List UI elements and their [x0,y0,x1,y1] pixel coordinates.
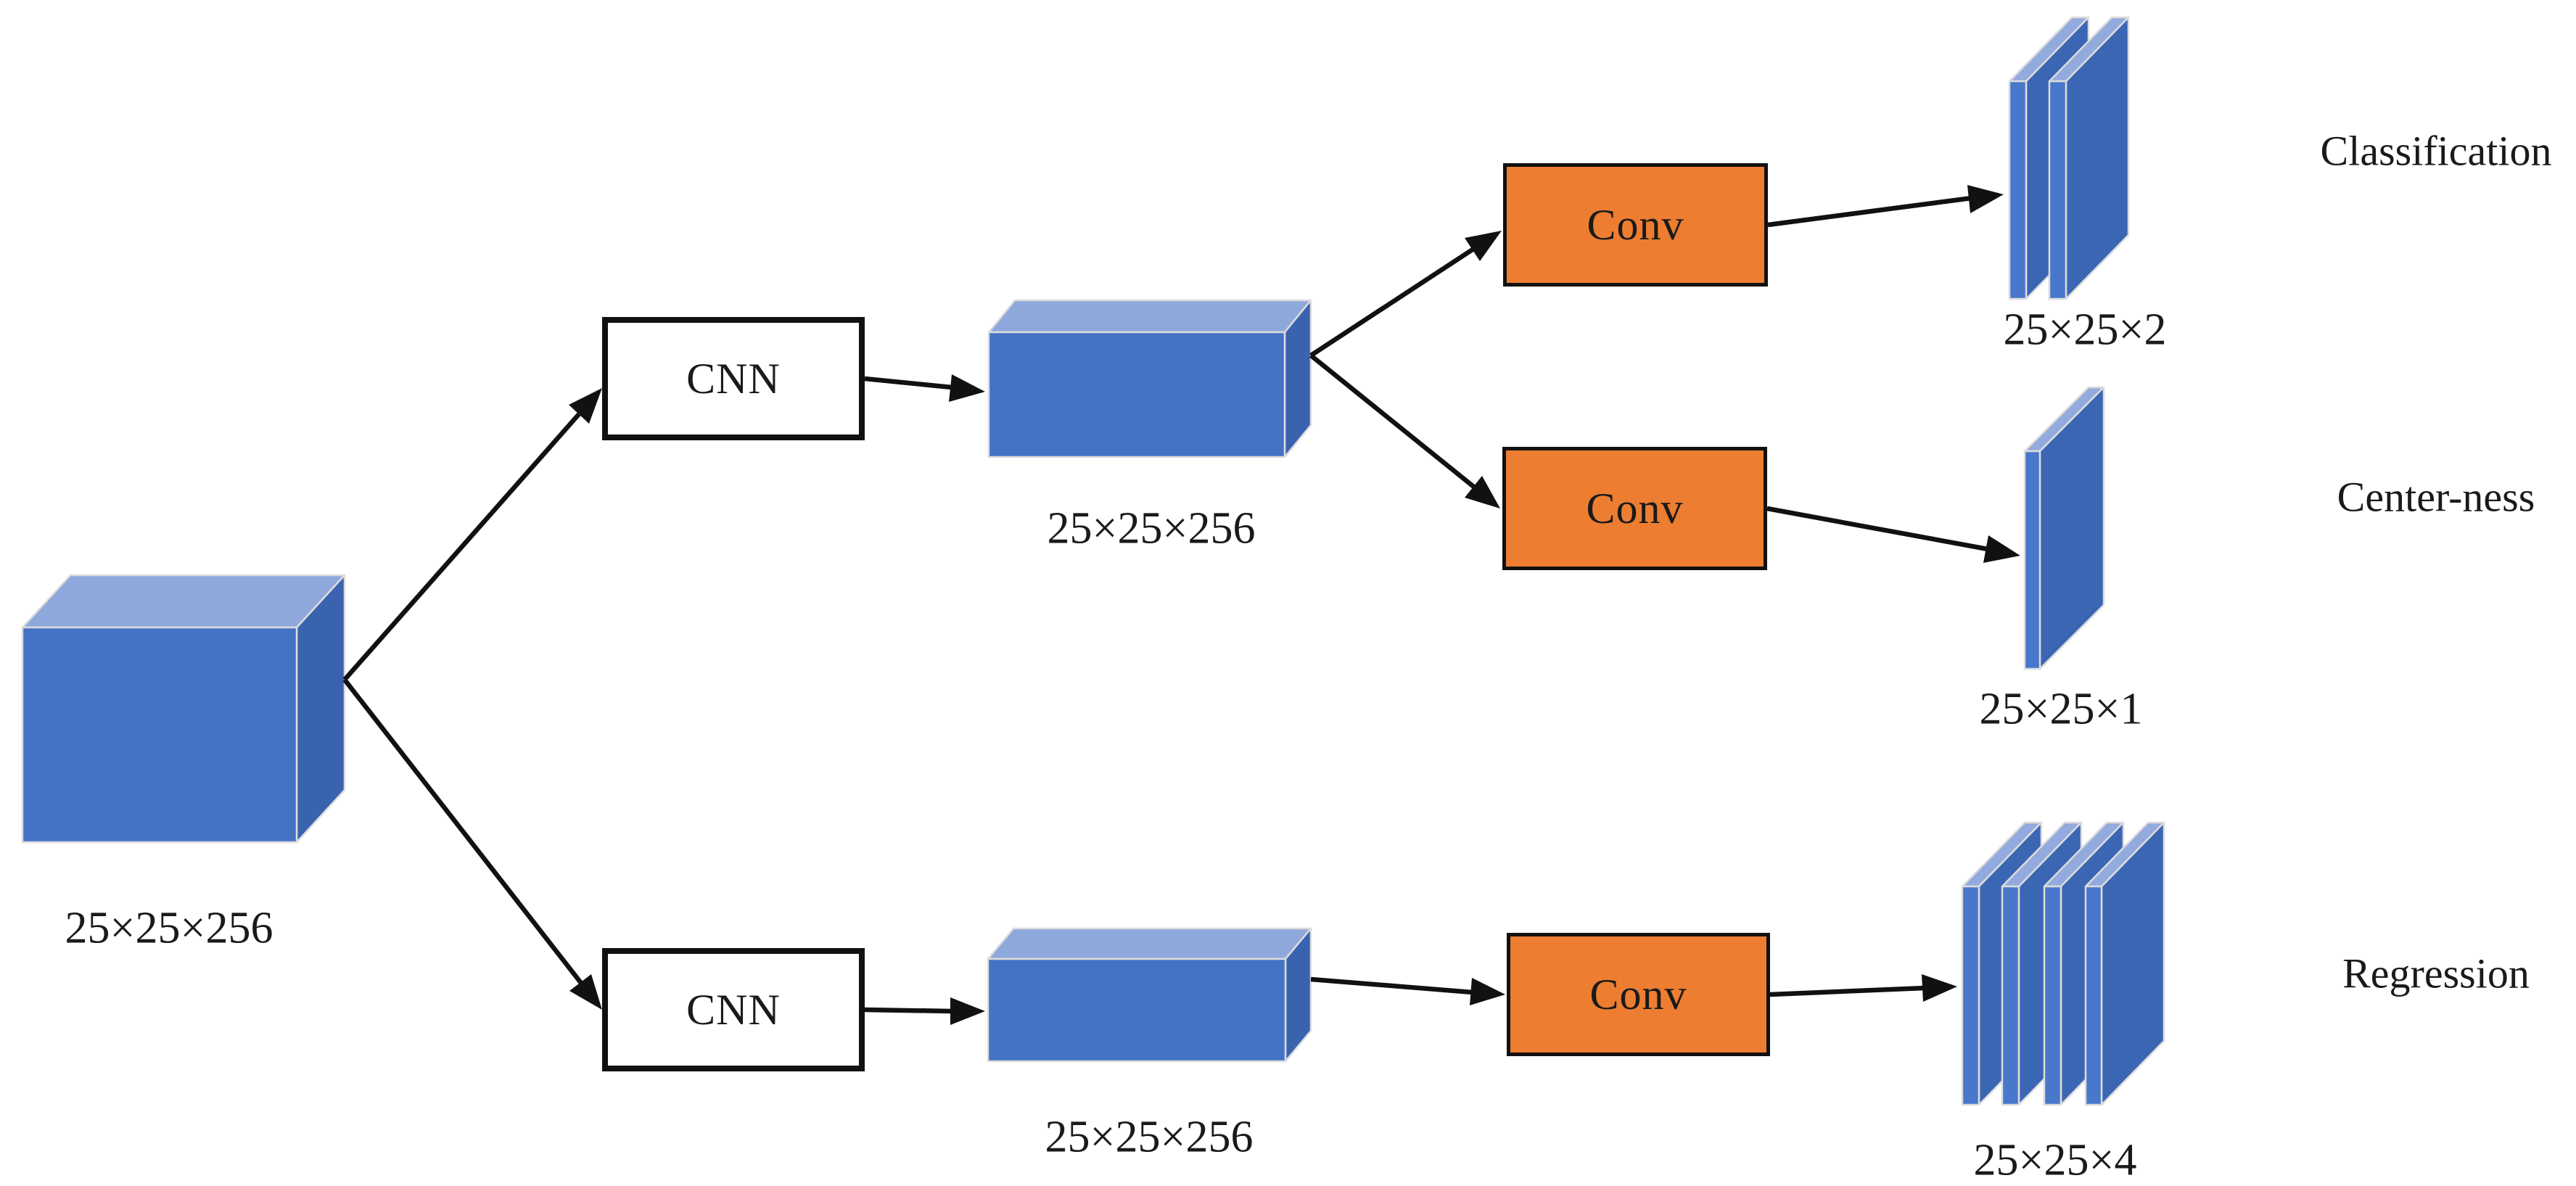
bottom-feature-dims-label: 25×25×256 [1045,1112,1254,1162]
top-feature-dims-label: 25×25×256 [1047,503,1256,553]
bottom-feature-front-face [987,958,1287,1063]
bottom-feature-cuboid [987,927,1312,1063]
top-feature-top-face [987,299,1312,334]
arrowhead [569,974,602,1010]
top-feature-cuboid [987,299,1312,458]
regression-slab-4 [2084,821,2165,1106]
slab-front-face [2084,885,2103,1106]
regression-dims-label: 25×25×4 [1973,1135,2137,1185]
arrowhead [1465,476,1500,508]
conv-box-classification-label: Conv [1587,200,1684,249]
arrowhead [1465,231,1502,261]
arrow-classification-conv-to-output [1767,185,2004,228]
arrowhead [1470,978,1505,1005]
conv-box-centerness-label: Conv [1586,484,1684,532]
bottom-feature-top-face [987,927,1312,960]
conv-box-regression: Conv [1507,933,1770,1056]
classification-dims-label: 25×25×2 [2003,305,2167,355]
classification-output-stack [2008,16,2130,300]
arrow-feature-to-classification-conv [1309,231,1502,358]
centerness-annotation: Center-ness [2337,473,2535,521]
arrowhead [1983,535,2020,563]
arrow-feature-to-regression-conv [1310,976,1505,1005]
classification-slab-2 [2048,16,2130,300]
conv-box-classification: Conv [1503,163,1768,287]
conv-box-centerness: Conv [1502,447,1767,570]
arrow-feature-to-centerness-conv [1309,353,1500,508]
slab-front-face [1961,885,1980,1106]
regression-annotation: Regression [2342,950,2530,997]
arrow-input-to-bottom-cnn [342,678,602,1010]
regression-output-stack [1961,821,2165,1106]
cnn-box-top-label: CNN [686,354,781,403]
conv-box-regression-label: Conv [1589,970,1687,1018]
arrowhead [949,374,985,402]
input-dims-label: 25×25×256 [65,903,273,953]
top-feature-front-face [987,331,1286,458]
centerness-dims-label: 25×25×1 [1979,684,2143,734]
slab-front-face [2001,885,2020,1106]
input-feature-cube [21,574,346,844]
arrow-input-to-top-cnn [342,388,602,682]
slab-front-face [2043,885,2062,1106]
arrowhead [1922,974,1957,1002]
slab-front-face [2008,80,2028,300]
centerness-output-slab [2023,386,2105,670]
cnn-box-bottom-label: CNN [686,985,781,1034]
classification-annotation: Classification [2320,127,2552,175]
slab-front-face [2023,450,2041,670]
arrow-top-cnn-to-feature [864,374,985,402]
cnn-box-top: CNN [602,317,865,440]
arrowhead [950,997,985,1025]
cnn-box-bottom: CNN [602,948,865,1071]
arrow-regression-conv-to-output [1769,974,1957,1002]
input-cube-front-face [21,626,298,844]
arrowhead [1967,185,2004,213]
arrowhead [569,388,602,424]
arrow-centerness-conv-to-output [1766,506,2020,563]
slab-front-face [2048,80,2067,300]
arrow-bottom-cnn-to-feature [864,997,985,1025]
input-cube-top-face [21,574,346,629]
